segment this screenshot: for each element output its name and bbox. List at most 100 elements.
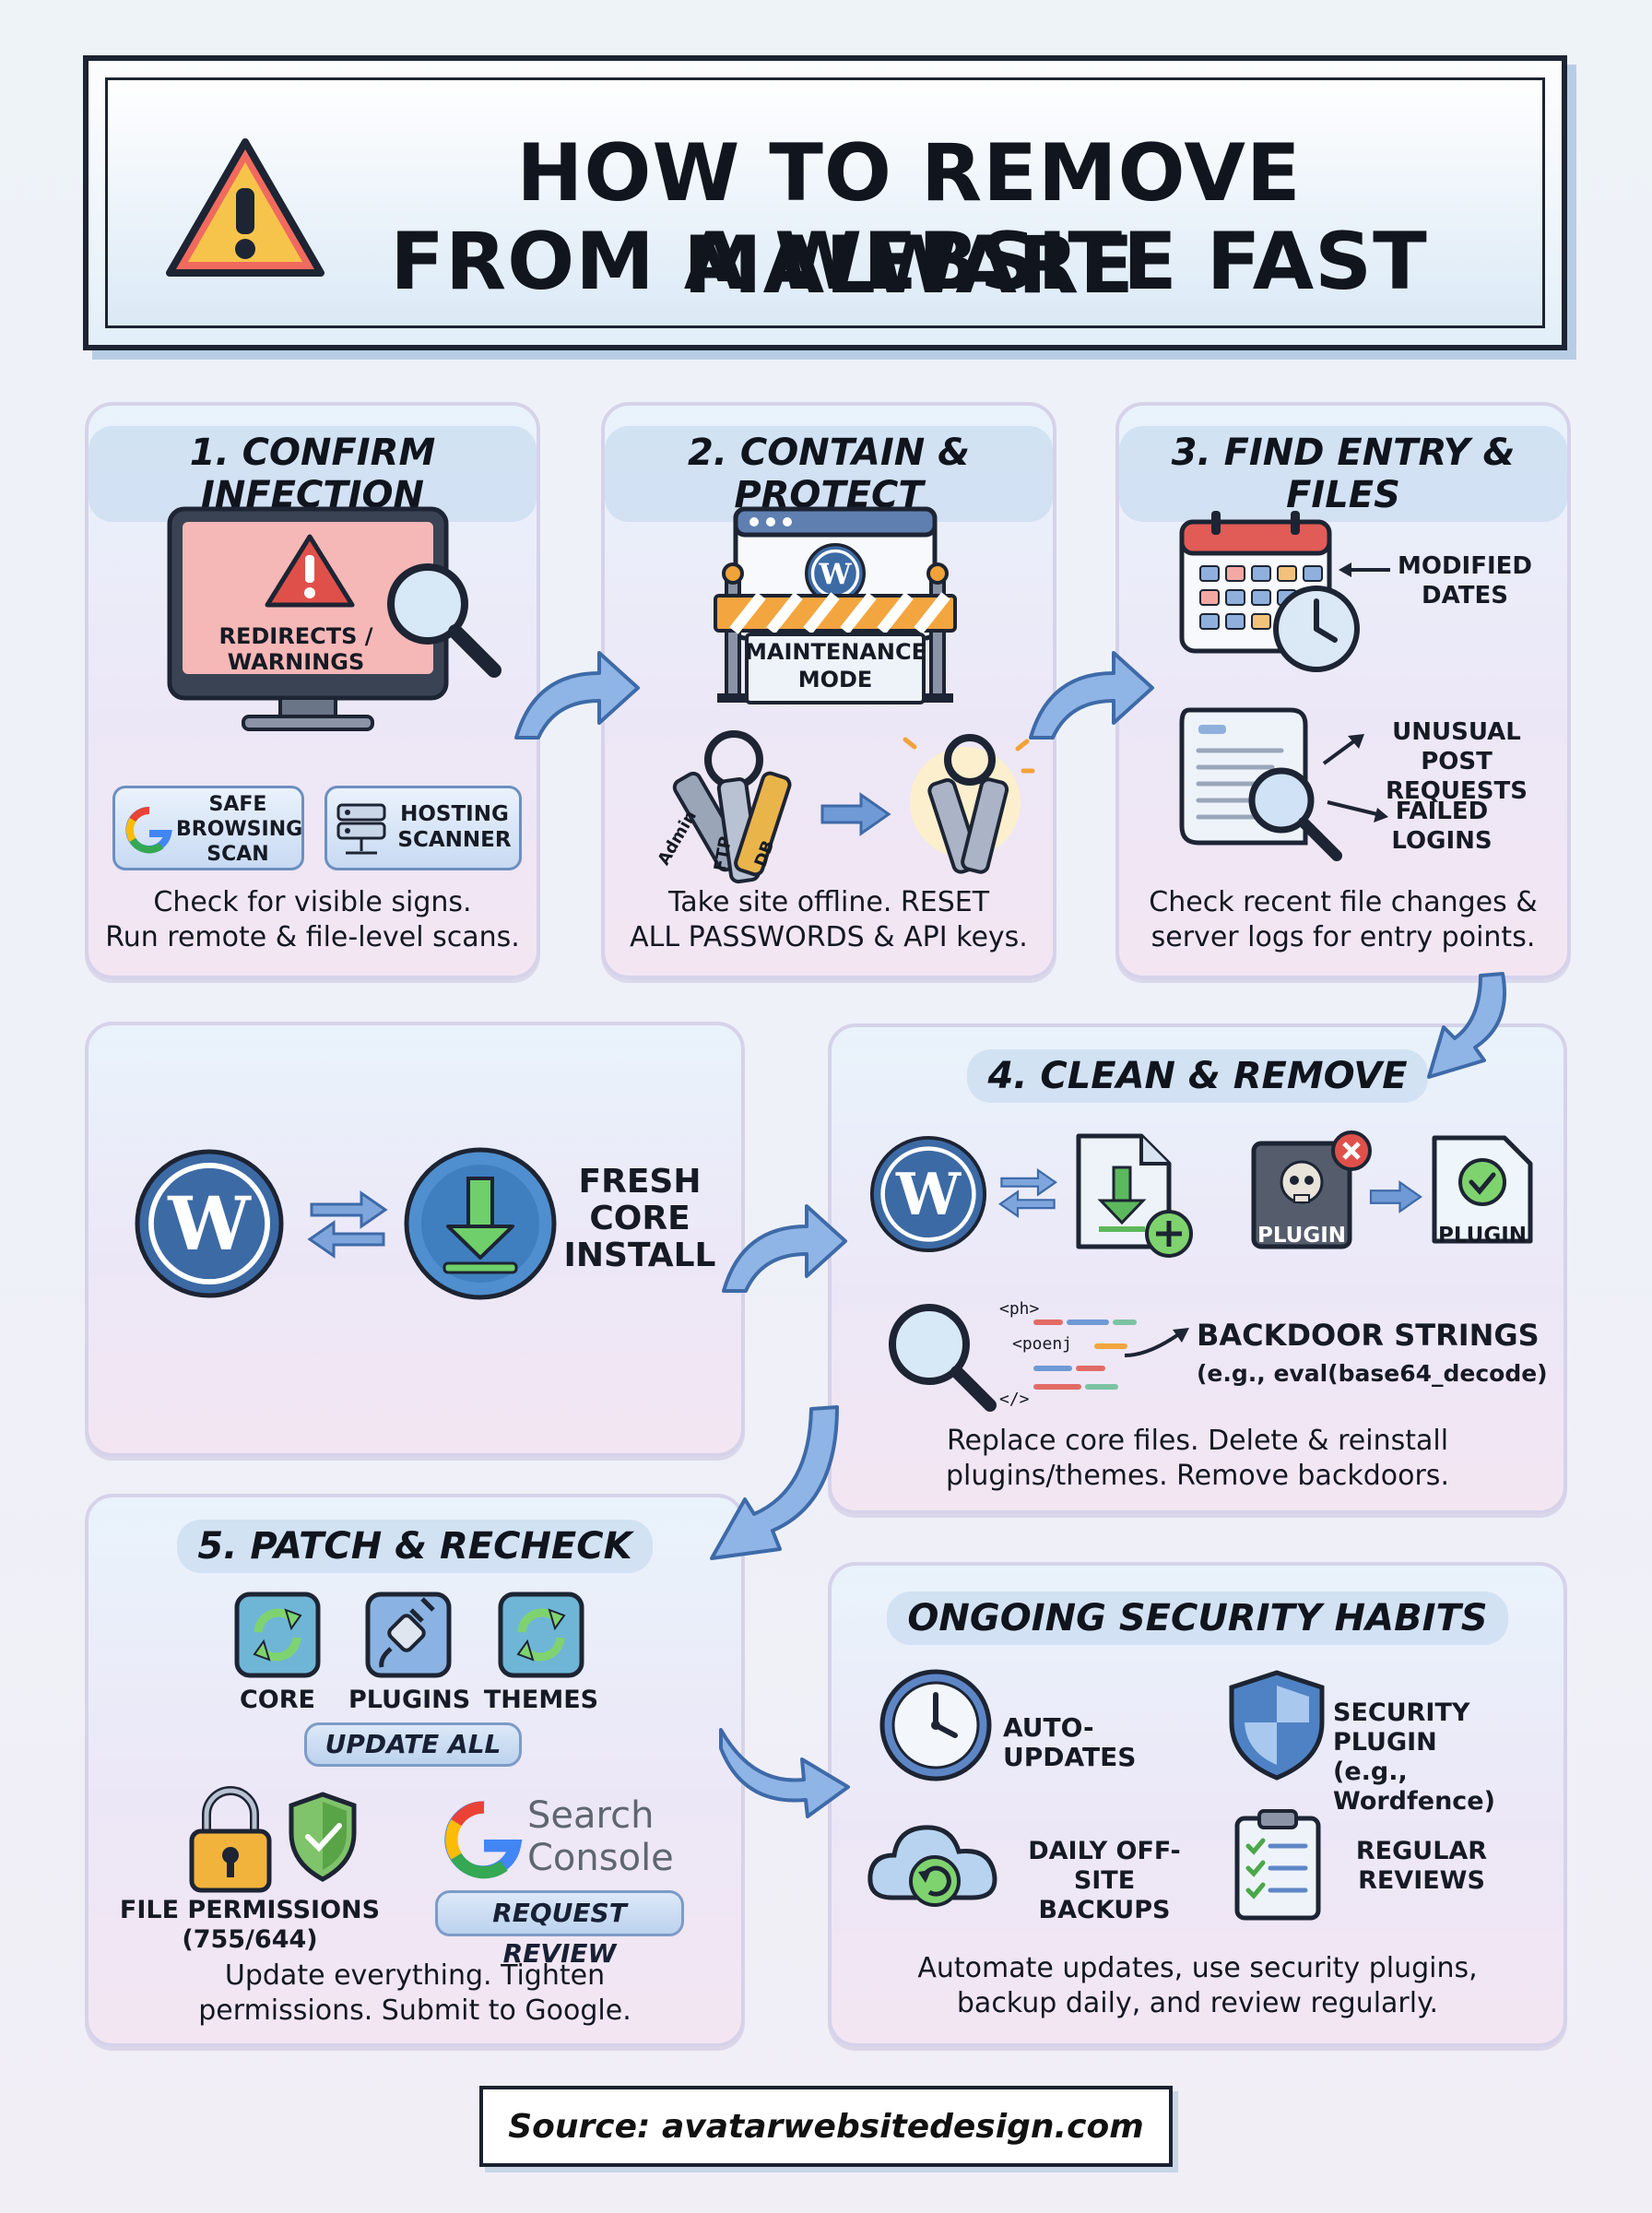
title-banner: HOW TO REMOVE MALWARE FROM A WEBSITE FAS…: [83, 55, 1567, 350]
checklist-icon: [1234, 1809, 1321, 1921]
step-clean-title: 4. CLEAN & REMOVE: [832, 1049, 1564, 1103]
core-label: CORE: [239, 1686, 315, 1714]
step-confirm-title: 1. CONFIRM INFECTION: [88, 426, 537, 522]
daily-backups-label: DAILY OFF-SITE BACKUPS: [1028, 1837, 1181, 1924]
flow-arrow-1-to-2: [514, 651, 640, 740]
step-patch-title: 5. PATCH & RECHECK: [88, 1520, 741, 1573]
backdoor-strings-title: BACKDOOR STRINGS: [1197, 1318, 1540, 1353]
magnifier-icon: [387, 563, 502, 678]
key-ring-icon: [672, 730, 792, 884]
flow-arrow-5-to-habits: [719, 1728, 850, 1818]
refresh-themes-icon: [498, 1592, 584, 1678]
step-find-card: 3. FIND ENTRY & FILES MODIFIED DATES: [1115, 402, 1571, 979]
svg-text:W: W: [167, 1180, 252, 1267]
maintenance-sign: [745, 633, 926, 704]
update-all-button[interactable]: UPDATE ALL: [304, 1722, 522, 1767]
plug-icon: [365, 1592, 452, 1678]
title-line-2: FROM A WEBSITE FAST: [390, 216, 1428, 308]
themes-label: THEMES: [483, 1686, 599, 1714]
step-contain-caption: Take site offline. RESET ALL PASSWORDS &…: [630, 886, 1028, 953]
svg-text:W: W: [818, 558, 852, 591]
security-plugin-label: SECURITY PLUGIN (e.g., Wordfence): [1333, 1698, 1495, 1816]
plugins-label: PLUGINS: [348, 1686, 471, 1714]
shield-check-icon: [289, 1792, 357, 1882]
backdoor-example: (e.g., eval(base64_decode): [1197, 1360, 1548, 1387]
clock-icon: [879, 1669, 992, 1781]
magnifier-icon: [889, 1304, 997, 1412]
hosting-scanner-label: HOSTING SCANNER: [397, 802, 512, 852]
warning-icon: [265, 534, 355, 608]
step-confirm-caption: Check for visible signs. Run remote & fi…: [105, 886, 520, 953]
wordpress-logo-icon: W: [135, 1149, 284, 1298]
modified-dates-label: MODIFIED DATES: [1397, 552, 1532, 609]
step-confirm-card: 1. CONFIRM INFECTION REDIRECTS / WARNING…: [85, 402, 540, 979]
safe-browsing-scan-chip: SAFE BROWSING SCAN: [112, 786, 304, 870]
auto-updates-label: AUTO-UPDATES: [1003, 1712, 1137, 1772]
maintenance-mode-label: MAINTENANCE MODE: [745, 639, 926, 692]
habits-caption: Automate updates, use security plugins, …: [917, 1952, 1478, 2019]
wordpress-logo-icon: W: [869, 1135, 987, 1253]
infected-plugin-icon: [1251, 1130, 1372, 1249]
flow-arrow-2-to-3: [1029, 651, 1154, 740]
log-file-icon: [1179, 707, 1342, 861]
search-console-label: Search Console: [527, 1794, 674, 1879]
file-download-icon: [1076, 1133, 1193, 1258]
refresh-core-icon: [234, 1592, 321, 1678]
source-box: Source: avatarwebsitedesign.com: [479, 2086, 1173, 2167]
habits-title: ONGOING SECURITY HABITS: [832, 1592, 1564, 1645]
file-permissions-label: FILE PERMISSIONS (755/644): [119, 1896, 381, 1954]
clean-plugin-label: PLUGIN: [1437, 1224, 1528, 1248]
arrow-curve-icon: [1124, 1328, 1189, 1357]
step-find-title: 3. FIND ENTRY & FILES: [1119, 426, 1567, 522]
screen-label: REDIRECTS / WARNINGS: [218, 623, 373, 675]
regular-reviews-label: REGULAR REVIEWS: [1355, 1837, 1488, 1895]
cloud-backup-icon: [867, 1825, 997, 1907]
svg-text:W: W: [895, 1160, 962, 1228]
step-patch-card: 5. PATCH & RECHECK CORE PLUGINS THEMES U…: [85, 1494, 745, 2047]
infected-plugin-label: PLUGIN: [1257, 1224, 1347, 1248]
arrow-up-right-icon: [1322, 734, 1364, 765]
step-clean-card: 4. CLEAN & REMOVE W PLUGIN PLUGIN: [828, 1024, 1567, 1514]
request-review-button[interactable]: REQUEST REVIEW: [435, 1890, 684, 1969]
step-find-caption: Check recent file changes & server logs …: [1149, 886, 1538, 953]
new-keys-icon: [903, 734, 1035, 874]
fresh-core-label: FRESH CORE INSTALL: [563, 1163, 716, 1274]
google-g-icon: [444, 1801, 523, 1879]
swap-arrows-icon: [307, 1190, 388, 1259]
fresh-core-card: W FRESH CORE INSTALL: [85, 1022, 745, 1457]
step-contain-card: 2. CONTAIN & PROTECT W MAINTENANCE MODE: [601, 402, 1056, 979]
flow-arrow-3-to-4: [1427, 972, 1506, 1079]
step-contain-title: 2. CONTAIN & PROTECT: [605, 426, 1053, 522]
step-clean-caption: Replace core files. Delete & reinstall p…: [946, 1425, 1449, 1492]
wordpress-logo-icon: W: [805, 543, 866, 604]
calendar-icon: [1179, 511, 1360, 672]
download-icon: [404, 1147, 557, 1300]
flow-arrow-4-to-5: [710, 1405, 839, 1560]
title-line-1: HOW TO REMOVE MALWARE: [516, 127, 1302, 312]
failed-logins-label: FAILED LOGINS: [1391, 798, 1493, 855]
hosting-scanner-chip: HOSTING SCANNER: [324, 786, 522, 870]
google-g-icon: [125, 806, 172, 854]
clean-plugin-icon: [1432, 1135, 1533, 1244]
code-tag-middle: <poenj: [1012, 1334, 1073, 1354]
habits-card: ONGOING SECURITY HABITS AUTO-UPDATES SEC…: [828, 1562, 1567, 2047]
arrow-right-icon: [1369, 1180, 1422, 1213]
warning-icon: [166, 138, 324, 277]
unusual-post-label: UNUSUAL POST REQUESTS: [1386, 718, 1528, 805]
arrow-left-icon: [1339, 562, 1390, 577]
barricade-icon: [714, 562, 957, 703]
swap-arrows-icon: [998, 1167, 1057, 1219]
security-shield-icon: [1229, 1670, 1325, 1781]
arrow-right-small-icon: [1327, 800, 1388, 822]
server-icon: [336, 803, 386, 855]
code-tag-close: </>: [999, 1390, 1030, 1409]
source-link[interactable]: Source: avatarwebsitedesign.com: [508, 2108, 1144, 2146]
code-tag-open: <ph>: [999, 1299, 1040, 1319]
code-lines-icon: [1033, 1320, 1137, 1390]
flow-arrow-fresh-to-4: [722, 1204, 847, 1293]
safe-browsing-label: SAFE BROWSING SCAN: [176, 793, 303, 866]
title-inner-frame: [105, 77, 1545, 328]
step-patch-caption: Update everything. Tighten permissions. …: [198, 1959, 631, 2027]
arrow-right-icon: [820, 792, 891, 836]
padlock-icon: [189, 1786, 272, 1893]
